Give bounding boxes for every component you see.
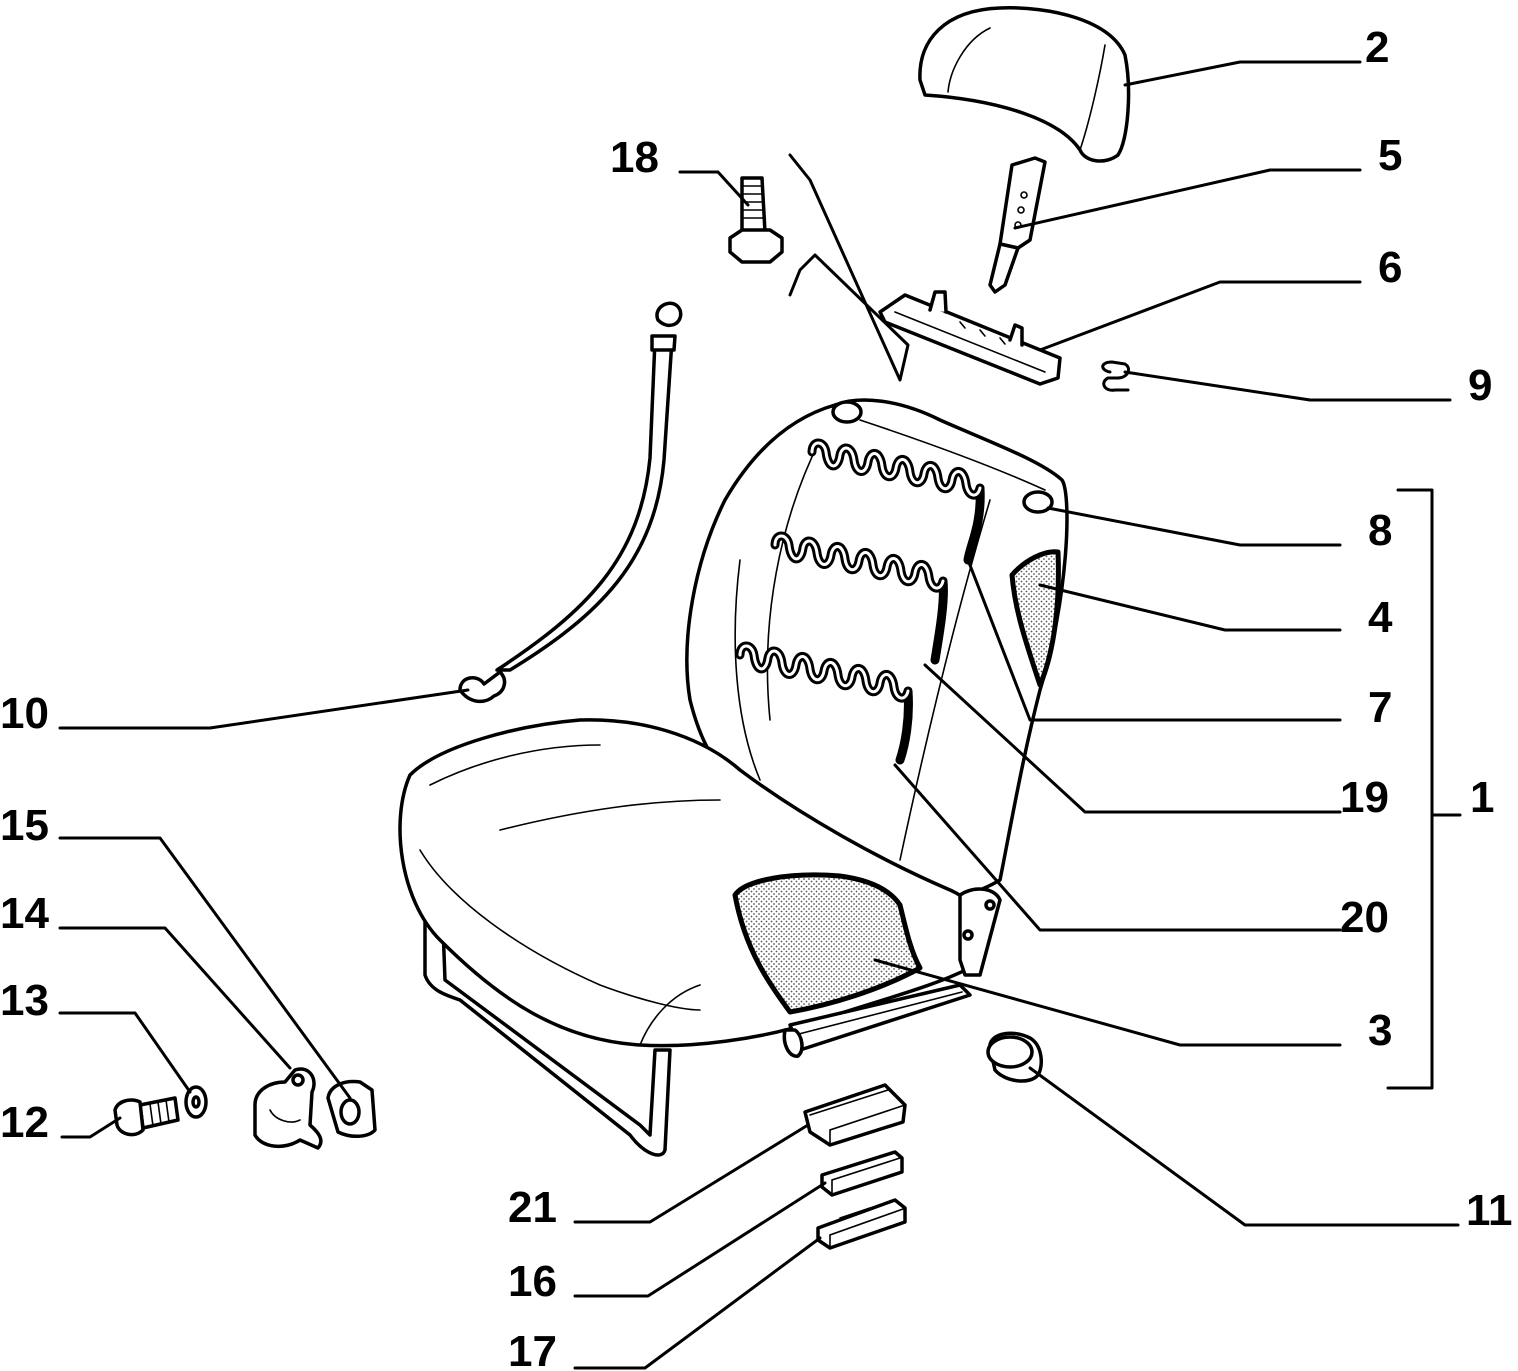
side-panel-3-part [732, 872, 923, 1015]
label-16: 16 [508, 1257, 557, 1306]
label-7: 7 [1368, 683, 1392, 732]
backrest-springs [735, 438, 985, 765]
headrest-part [918, 6, 1131, 163]
bush-11-part [986, 1031, 1044, 1083]
label-15: 15 [0, 801, 49, 850]
bolt-18-part [728, 176, 784, 264]
leader-lines [58, 60, 1462, 1370]
block-21-part [803, 1083, 907, 1147]
label-19: 19 [1340, 773, 1389, 822]
side-panel-4-part [1009, 549, 1061, 688]
backrest-part [685, 398, 1069, 900]
spring-clip-part [1101, 360, 1130, 392]
bush-15-part [326, 1079, 377, 1138]
label-10: 10 [0, 689, 49, 738]
clamp-14-part [253, 1067, 323, 1150]
label-13: 13 [0, 976, 49, 1025]
seat-belt-part [458, 301, 683, 704]
label-8: 8 [1368, 506, 1392, 555]
seat-rail-part [782, 887, 1002, 1058]
label-12: 12 [0, 1098, 49, 1147]
block-17-part [816, 1198, 907, 1250]
label-6: 6 [1378, 243, 1402, 292]
label-5: 5 [1378, 131, 1402, 180]
label-20: 20 [1340, 893, 1389, 942]
label-3: 3 [1368, 1006, 1392, 1055]
label-18: 18 [610, 133, 659, 182]
label-1: 1 [1470, 773, 1494, 822]
label-21: 21 [508, 1183, 557, 1232]
bolt-12-part [113, 1096, 180, 1137]
label-17: 17 [508, 1327, 557, 1371]
label-9: 9 [1468, 361, 1492, 410]
top-bracket-part [878, 290, 1062, 386]
wire-clip [788, 153, 910, 382]
label-14: 14 [0, 889, 49, 938]
headrest-guide-part [988, 156, 1047, 294]
washer-13-part [184, 1085, 208, 1119]
label-4: 4 [1368, 593, 1393, 642]
label-2: 2 [1365, 23, 1389, 72]
block-16-part [820, 1150, 904, 1197]
label-11: 11 [1466, 1186, 1513, 1235]
